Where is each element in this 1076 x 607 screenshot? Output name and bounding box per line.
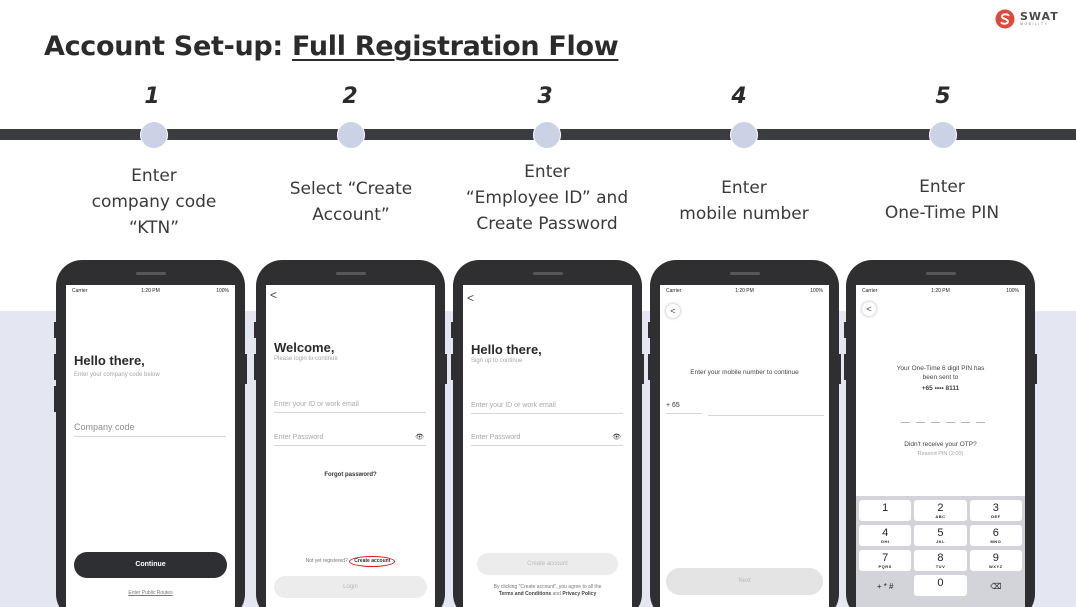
- forgot-password-link[interactable]: Forgot password?: [324, 472, 377, 478]
- keypad-key[interactable]: + * #: [876, 582, 894, 591]
- password-placeholder: Enter Password: [274, 434, 324, 441]
- step-label-3: Enter “Employee ID” and Create Password: [465, 162, 629, 234]
- heading: Hello there,: [471, 342, 542, 357]
- step-dot-2: [337, 121, 365, 149]
- back-arrow-icon[interactable]: <: [467, 291, 475, 305]
- company-code-input[interactable]: Company code: [74, 422, 226, 437]
- next-button[interactable]: Next: [666, 568, 823, 595]
- title-underlined: Full Registration Flow: [292, 31, 619, 62]
- step-dot-3: [533, 121, 561, 149]
- subheading: Enter your company code below: [74, 372, 160, 378]
- login-button[interactable]: Login: [274, 576, 427, 598]
- employee-id-input[interactable]: Enter your ID or work email: [471, 402, 623, 414]
- backspace-key[interactable]: ⌫: [990, 582, 1002, 591]
- step-number-3: 3: [537, 84, 553, 109]
- not-registered-row: Not yet registered? Create account: [266, 556, 435, 567]
- pin-sent-line-1: Your One-Time 6 digit PIN has: [896, 365, 985, 372]
- eye-icon[interactable]: 👁: [415, 434, 424, 441]
- page-title: Account Set-up: Full Registration Flow: [44, 31, 619, 62]
- title-prefix: Account Set-up:: [44, 31, 293, 62]
- screen-otp: Carrier 1:20 PM 100% < Your One-Time 6 d…: [856, 285, 1025, 607]
- screen-company-code: Carrier 1:20 PM 100% Hello there, Enter …: [66, 285, 235, 607]
- password-input[interactable]: Enter Password 👁: [274, 434, 426, 446]
- not-registered-text: Not yet registered?: [305, 558, 348, 564]
- screen-sign-up: < Hello there, Sign up to continue Enter…: [463, 285, 632, 607]
- logo-subtitle: MOBILITY: [1020, 22, 1049, 27]
- back-arrow-icon[interactable]: <: [862, 302, 876, 316]
- status-bar: Carrier 1:20 PM 100%: [666, 288, 823, 294]
- step-dot-4: [730, 121, 758, 149]
- otp-input[interactable]: [901, 422, 985, 423]
- continue-button[interactable]: Continue: [74, 552, 227, 578]
- mobile-prompt: Enter your mobile number to continue: [690, 369, 799, 376]
- back-arrow-icon[interactable]: <: [270, 288, 278, 302]
- privacy-link[interactable]: Privacy Policy: [562, 591, 597, 597]
- public-routes-link[interactable]: Enter Public Routes: [128, 590, 173, 596]
- step-number-5: 5: [935, 84, 951, 109]
- step-number-4: 4: [731, 84, 747, 109]
- terms-link[interactable]: Terms and Conditions: [498, 591, 552, 597]
- step-label-4: Enter mobile number: [679, 178, 809, 224]
- logo-word: SWAT: [1020, 10, 1059, 24]
- back-arrow-icon[interactable]: <: [666, 304, 680, 318]
- id-email-input[interactable]: Enter your ID or work email: [274, 401, 426, 413]
- no-otp-text: Didn't receive your OTP?: [904, 441, 977, 448]
- step-label-2: Select “Create Account”: [289, 179, 413, 225]
- step-number-1: 1: [144, 84, 160, 109]
- phone-mockup-3: < Hello there, Sign up to continue Enter…: [451, 260, 644, 607]
- subheading: Please login to continue: [274, 356, 338, 362]
- phone-mockup-5: Carrier 1:20 PM 100% < Your One-Time 6 d…: [844, 260, 1037, 607]
- password-placeholder: Enter Password: [471, 434, 521, 441]
- keypad-key[interactable]: 0: [914, 575, 967, 596]
- pin-sent-line-2: been sent to: [922, 374, 959, 381]
- mobile-number-input[interactable]: [708, 402, 824, 416]
- screen-mobile-number: Carrier 1:20 PM 100% < Enter your mobile…: [660, 285, 829, 607]
- phone-mockup-4: Carrier 1:20 PM 100% < Enter your mobile…: [648, 260, 841, 607]
- status-bar: Carrier 1:20 PM 100%: [862, 288, 1019, 294]
- step-label-1: Enter company code “KTN”: [91, 166, 217, 238]
- step-dot-1: [140, 121, 168, 149]
- status-bar: Carrier 1:20 PM 100%: [72, 288, 229, 294]
- keypad-key[interactable]: 1: [859, 500, 912, 521]
- swat-logo: SWAT MOBILITY: [995, 9, 1059, 29]
- subheading: Sign up to continue: [471, 358, 523, 364]
- create-password-input[interactable]: Enter Password 👁: [471, 434, 623, 446]
- create-account-link[interactable]: Create account: [349, 556, 396, 567]
- heading: Hello there,: [74, 353, 145, 368]
- phone-mockup-1: Carrier 1:20 PM 100% Hello there, Enter …: [54, 260, 247, 607]
- resend-pin-link[interactable]: Resend PIN (2:00): [917, 451, 964, 457]
- screen-login: < Welcome, Please login to continue Ente…: [266, 285, 435, 607]
- country-code-field[interactable]: + 65: [666, 402, 702, 414]
- eye-icon[interactable]: 👁: [612, 434, 621, 441]
- phone-mockup-2: < Welcome, Please login to continue Ente…: [254, 260, 447, 607]
- step-number-2: 2: [342, 84, 358, 109]
- heading: Welcome,: [274, 340, 335, 355]
- swat-logo-icon: [995, 9, 1015, 29]
- create-account-button[interactable]: Create account: [477, 553, 618, 575]
- step-dot-5: [929, 121, 957, 149]
- terms-text: By clicking "Create account", you agree …: [493, 584, 602, 597]
- masked-phone: +65 •••• 8111: [921, 385, 960, 392]
- step-label-5: Enter One-Time PIN: [884, 177, 1000, 223]
